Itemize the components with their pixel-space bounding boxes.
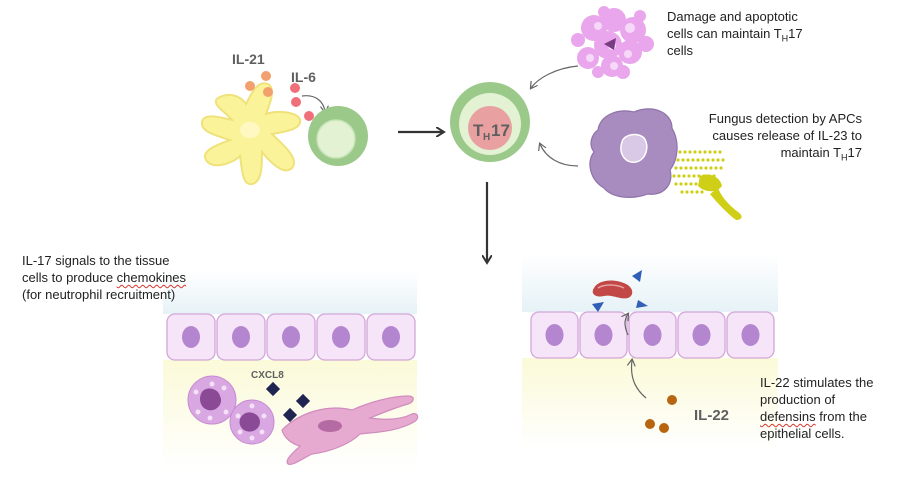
caption-apoptotic-line2: cells can maintain T xyxy=(667,26,782,41)
il22-arrow xyxy=(632,360,647,399)
neutrophils xyxy=(187,375,275,445)
caption-il17-chemokines: chemokines xyxy=(116,270,187,285)
epithelial-left-cell-5 xyxy=(366,313,416,361)
epithelial-left-cell-1 xyxy=(166,313,216,361)
naive-t-cell xyxy=(308,106,368,166)
th17-label-h: H xyxy=(483,132,490,143)
caption-apoptotic-line2-end: 17 xyxy=(788,26,803,41)
th17-cell: T H 17 xyxy=(450,82,530,162)
il22-label: IL-22 xyxy=(694,407,729,424)
epithelium-right xyxy=(530,311,775,359)
caption-il17: IL-17 signals to the tissue cells to pro… xyxy=(22,252,186,303)
dendritic-cell xyxy=(200,82,302,186)
caption-fungus-line3-end: 17 xyxy=(847,145,862,160)
caption-apoptotic-line3: cells xyxy=(667,43,694,58)
red-blood-cell-microbe xyxy=(592,280,633,299)
caption-fungus-line3: maintain T xyxy=(780,145,842,160)
th17-label-num: 17 xyxy=(491,121,510,140)
il22-cytokines xyxy=(645,395,677,433)
lamina-propria-right xyxy=(522,358,778,450)
cxcl8-label: CXCL8 xyxy=(251,370,284,381)
epithelial-right-cell-4 xyxy=(677,311,726,359)
fungus xyxy=(672,150,742,220)
caption-il22-defensins: defensins xyxy=(760,409,816,424)
tissue-right xyxy=(522,254,778,450)
il21-label: IL-21 xyxy=(232,51,265,67)
caption-il17-line3: (for neutrophil recruitment) xyxy=(22,287,176,302)
epithelium-left xyxy=(166,313,416,361)
caption-fungus-sub: H xyxy=(841,152,848,163)
caption-il22: IL-22 stimulates the production of defen… xyxy=(760,374,873,442)
epithelial-right-cell-2 xyxy=(579,311,628,359)
caption-apoptotic: Damage and apoptotic cells can maintain … xyxy=(667,8,803,59)
caption-il17-line1: IL-17 signals to the tissue xyxy=(22,253,170,268)
defensins xyxy=(592,270,648,312)
epithelial-right-cell-5 xyxy=(726,311,775,359)
caption-il22-line1: IL-22 stimulates the xyxy=(760,375,874,390)
cxcl8-chemokines xyxy=(265,381,311,423)
il6-cytokines xyxy=(290,83,314,121)
caption-apoptotic-line1: Damage and apoptotic xyxy=(667,9,798,24)
il6-binding-arrow xyxy=(301,95,325,112)
apoptotic-cells xyxy=(571,6,654,79)
caption-il17-line2: cells to produce xyxy=(22,270,117,285)
epithelial-left-cell-2 xyxy=(216,313,266,361)
apoptotic-arrow xyxy=(531,65,579,88)
epithelial-right-cell-3 xyxy=(628,311,677,359)
apc-arrow xyxy=(540,144,579,167)
caption-apoptotic-sub: H xyxy=(781,33,789,44)
epithelial-right-cell-1 xyxy=(530,311,579,359)
il21-cytokines xyxy=(245,71,273,97)
th17-label-t: T xyxy=(473,121,484,140)
caption-il22-line2: production of xyxy=(760,392,836,407)
il6-label: IL-6 xyxy=(291,69,316,85)
lumen-right xyxy=(522,254,778,312)
fibroblast xyxy=(281,395,419,465)
caption-fungus-line1: Fungus detection by APCs xyxy=(708,111,862,126)
caption-il22-line4: epithelial cells. xyxy=(760,426,845,441)
epithelial-left-cell-4 xyxy=(316,313,366,361)
caption-fungus-line2: causes release of IL-23 to xyxy=(712,128,862,143)
caption-il22-line3-end: from the xyxy=(815,409,867,424)
lumen-left xyxy=(163,272,417,314)
antigen-presenting-cell xyxy=(589,108,678,198)
defensin-release-arrow xyxy=(625,314,628,336)
epithelial-left-cell-3 xyxy=(266,313,316,361)
caption-fungus: Fungus detection by APCs causes release … xyxy=(708,110,862,163)
